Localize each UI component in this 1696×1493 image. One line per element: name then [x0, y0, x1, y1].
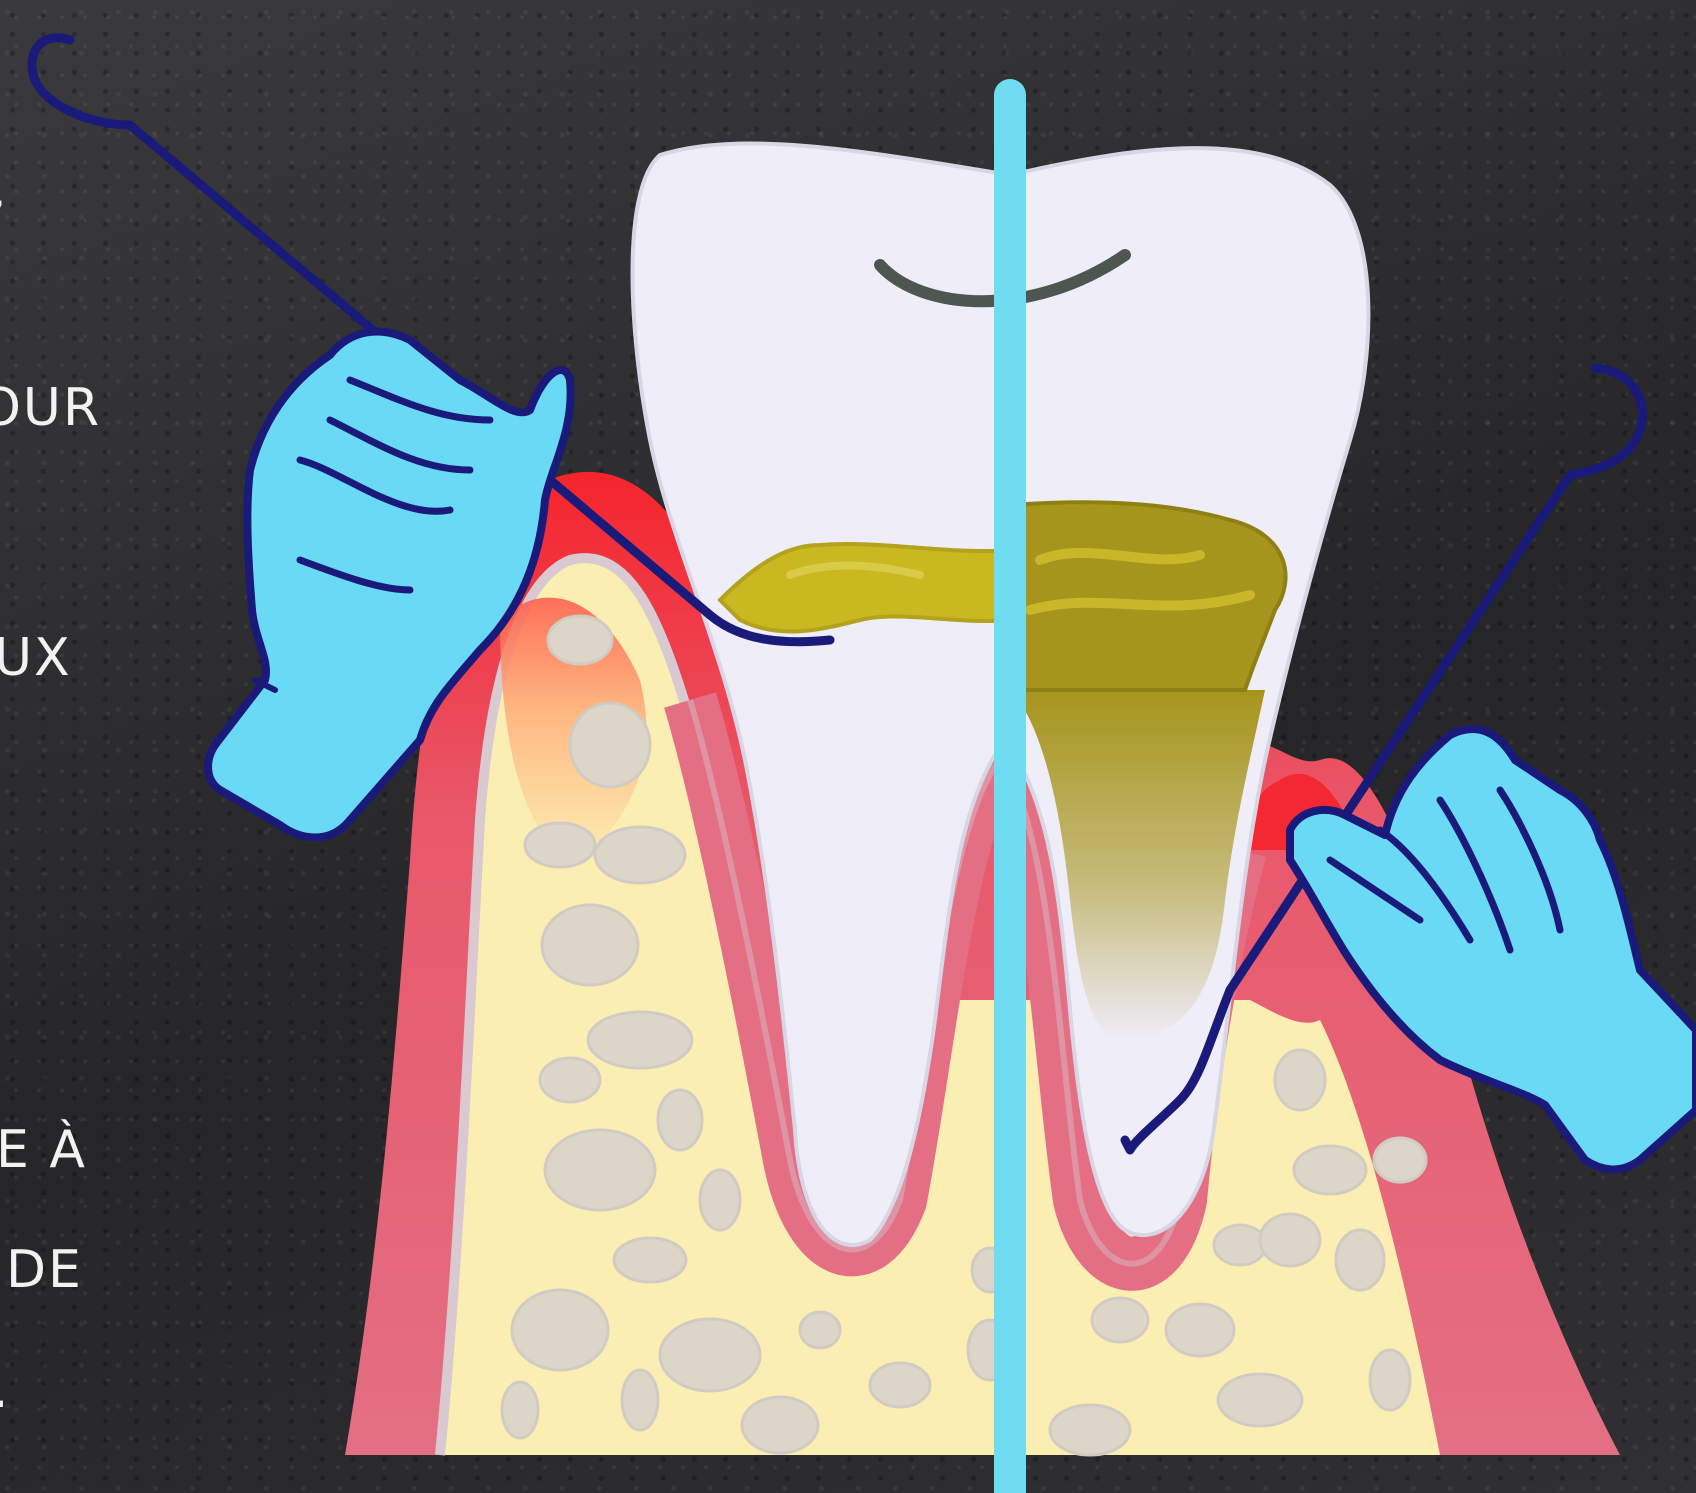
dental-illustration [0, 0, 1696, 1493]
